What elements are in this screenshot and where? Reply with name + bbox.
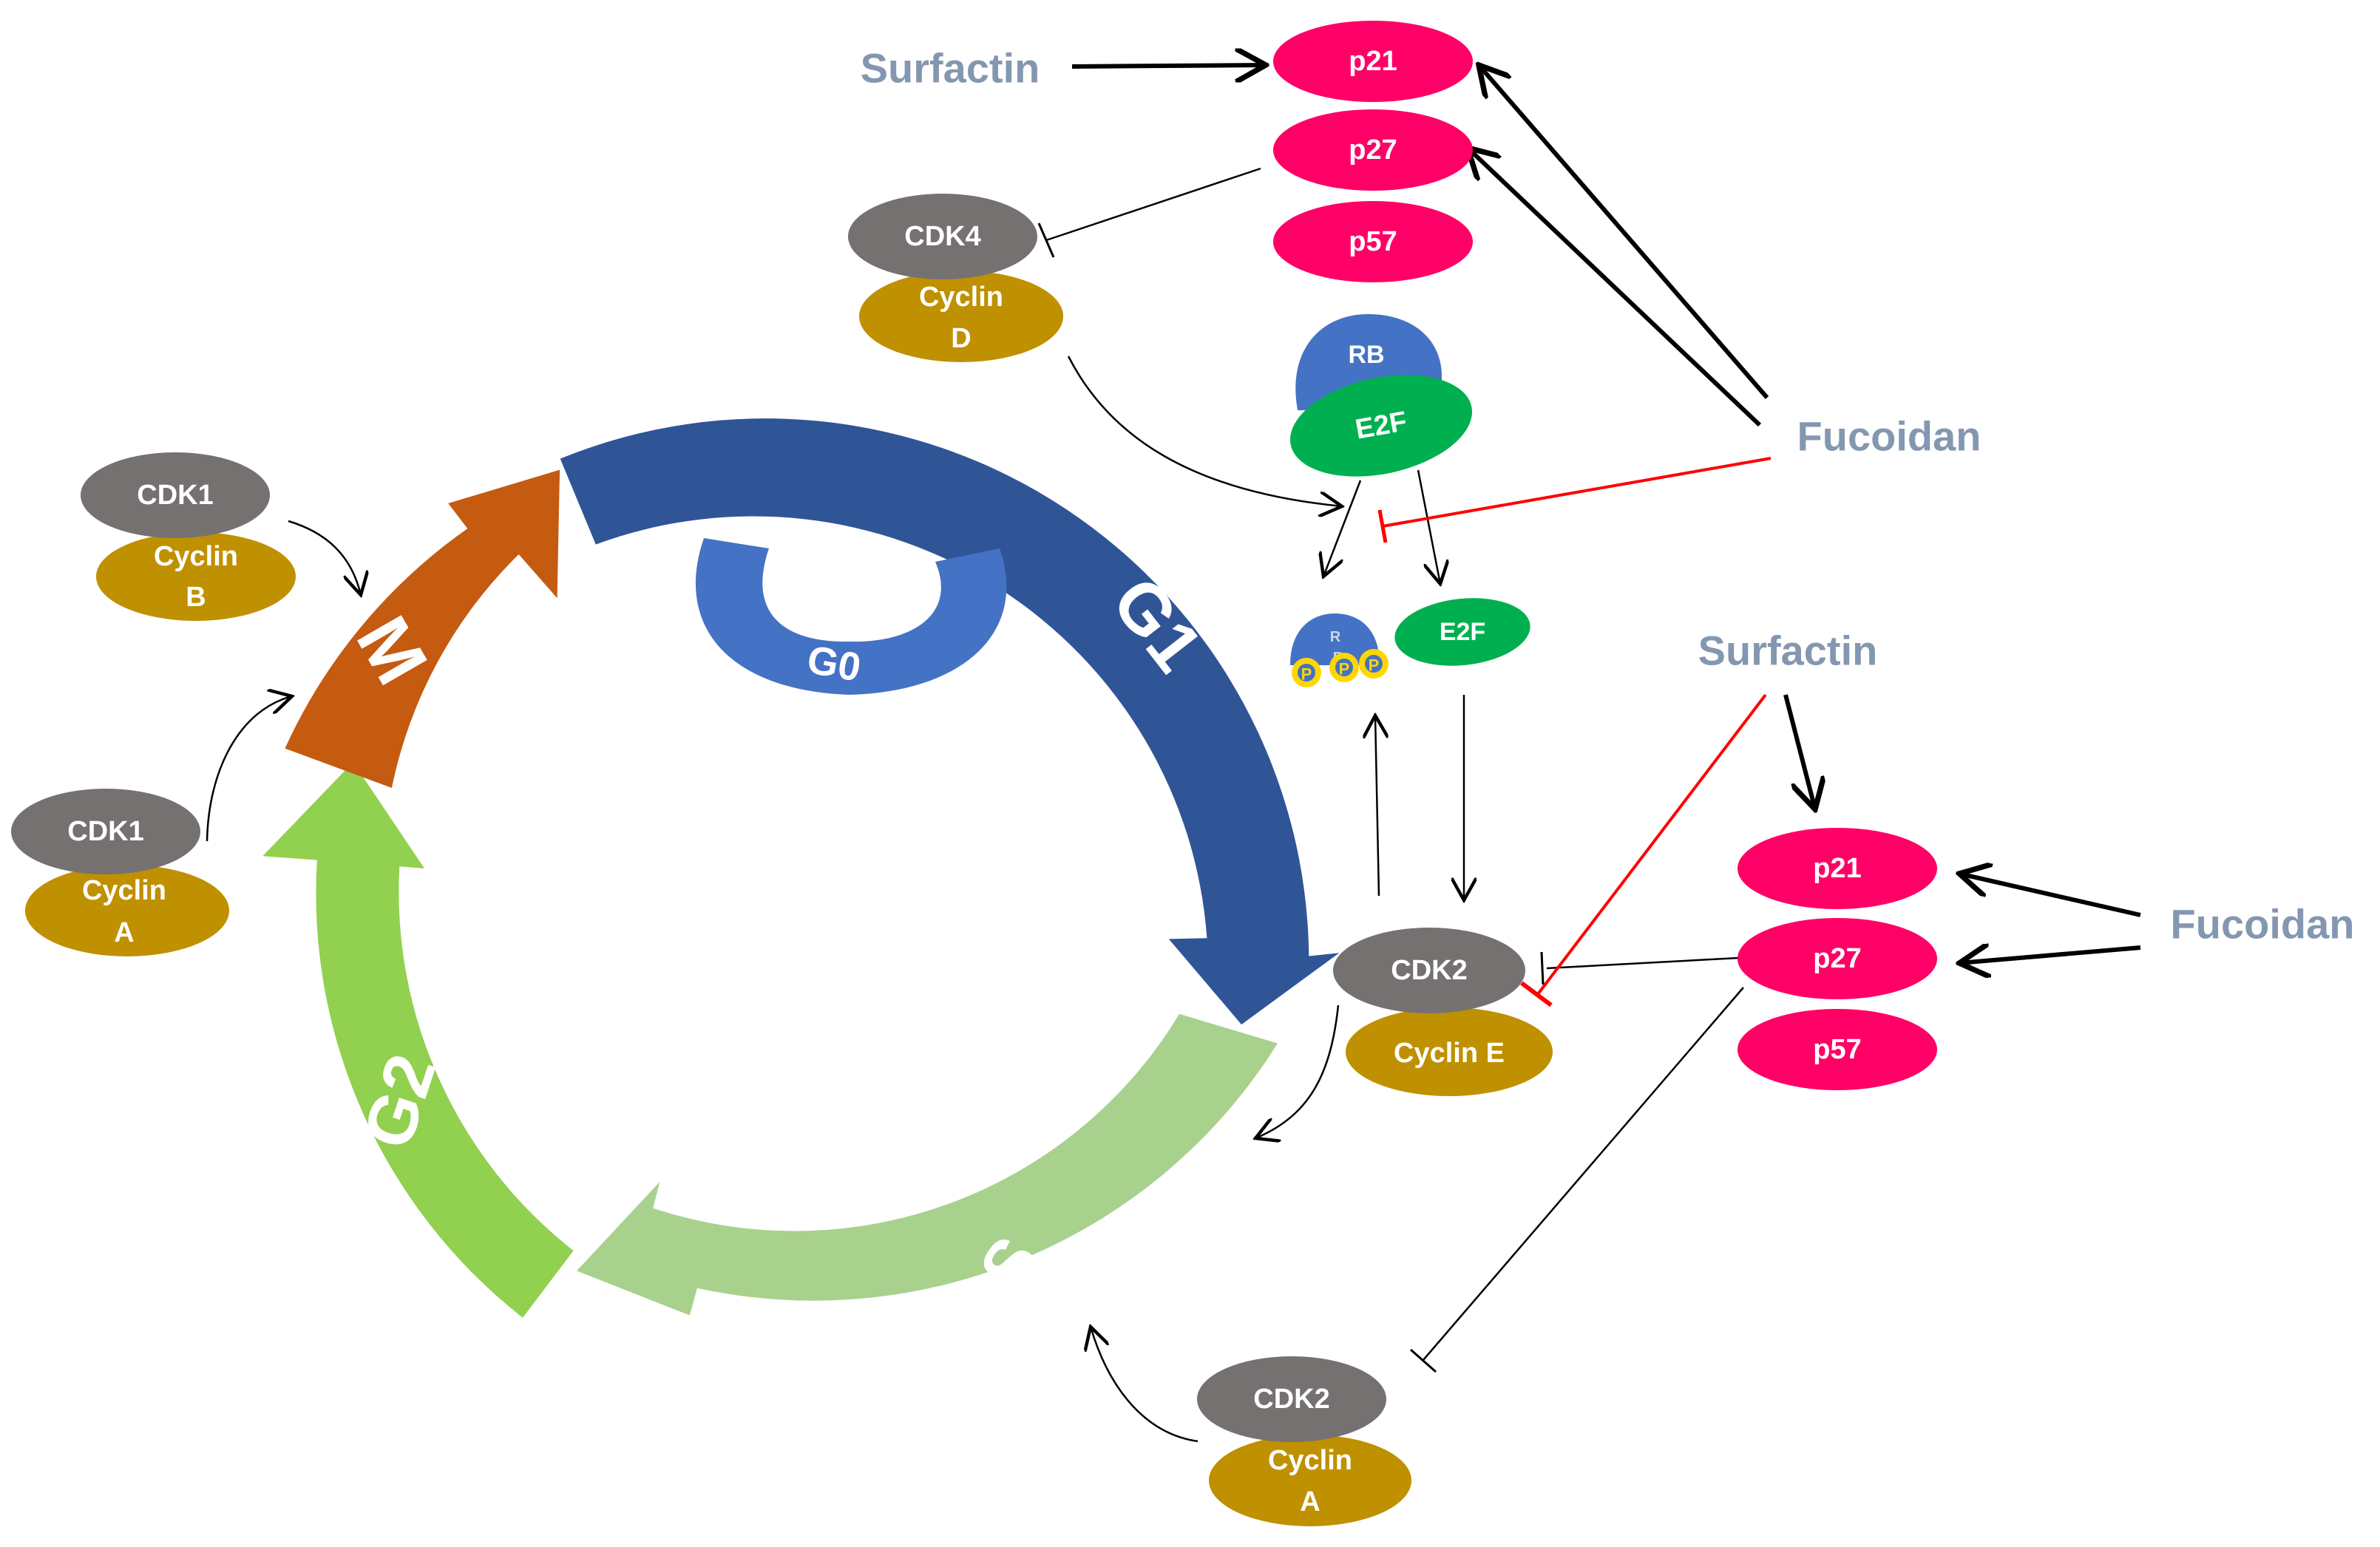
p27-inhibits-cdk2-a-line [1423, 987, 1744, 1361]
fucoidan-right-to-p21-arrow [1959, 874, 2141, 917]
cdk2-e-ellipse [1333, 928, 1525, 1013]
cyclin-e-ellipse [1346, 1007, 1553, 1096]
cdk1-b-label: CDK1 [137, 480, 213, 511]
top-p21-node: p21 [1273, 21, 1473, 102]
cyclin-e-label: Cyclin E [1394, 1038, 1505, 1069]
cdk2-e-inhibit-bar [1540, 951, 1545, 985]
connectors [206, 65, 2141, 1443]
top-p57-node: p57 [1273, 201, 1473, 282]
cyclin-e-to-s-arrow [1255, 1004, 1340, 1138]
cyclin-a-left-label-1: Cyclin [82, 875, 166, 906]
fucoidan-right-label: Fucoidan [2171, 901, 2355, 948]
cyclin-b-ellipse [96, 532, 296, 621]
phospho-rb-shape [1290, 613, 1380, 665]
cdk2-cyclin-e-complex: CDK2 Cyclin E [1333, 928, 1553, 1096]
cdk1-cyclin-a-complex: CDK1 Cyclin A [11, 789, 229, 956]
cyclin-d-label-2: D [951, 323, 971, 354]
p27-inhibits-cdk2-e-line [1546, 956, 1740, 970]
top-p27-node: p27 [1273, 109, 1473, 191]
phospho-rb-group: R B P P P [1290, 613, 1389, 687]
cyclin-d-ellipse [859, 271, 1063, 362]
right-inhibitor-stack: p21 p27 p57 [1737, 828, 1937, 1090]
cyclin-d-to-rb-arrow [1067, 356, 1342, 506]
free-e2f-node: E2F [1394, 598, 1530, 666]
cdk2-cyclin-a-complex: CDK2 Cyclin A [1197, 1356, 1411, 1526]
top-p21-label: p21 [1349, 46, 1397, 77]
surfactin-top-label: Surfactin [861, 45, 1040, 92]
right-p21-node: p21 [1737, 828, 1937, 909]
top-p57-label: p57 [1349, 226, 1397, 257]
rb-to-free-e2f-arrow [1417, 469, 1440, 584]
cdk4-ellipse [848, 194, 1037, 279]
cyclin-d-label-1: Cyclin [919, 282, 1003, 313]
top-inhibitor-stack: p21 p27 p57 [1273, 21, 1473, 282]
m-phase-arrow [285, 469, 560, 788]
p27-inhibits-cdk4-line [1045, 167, 1261, 242]
cyclin-b-label-2: B [186, 582, 206, 613]
phosphate-3-label: P [1369, 656, 1380, 675]
phosphate-1: P [1292, 658, 1321, 687]
g2-phase-arrow [262, 762, 574, 1318]
fucoidan-top-to-p27-arrow [1468, 148, 1762, 427]
right-p57-node: p57 [1737, 1009, 1937, 1090]
s-phase-arrow [577, 1013, 1278, 1316]
cdk2-to-phospho-rb-arrow [1375, 715, 1379, 897]
surfactin-top-to-p21-arrow [1071, 65, 1266, 67]
surfactin-inhibits-cdk2-line [1536, 693, 1767, 996]
phosphate-3: P [1359, 649, 1389, 679]
cyclin-b-label-1: Cyclin [154, 541, 238, 572]
cdk2-red-inhibit-bar [1520, 981, 1553, 1007]
rb-e2f-complex: RB E2F [1289, 314, 1473, 477]
phosphate-2-label: P [1339, 660, 1350, 679]
phospho-rb-label-r: R [1330, 629, 1341, 645]
g0-label: G0 [804, 637, 864, 690]
cyclin-a-left-label-2: A [114, 917, 134, 948]
cyclin-b-to-m-arrow [288, 520, 361, 595]
rb-inhibit-bar [1377, 509, 1388, 543]
cyclin-a-left-ellipse [25, 865, 229, 956]
rb-to-phospho-rb-arrow [1323, 480, 1362, 577]
cdk2-a-label: CDK2 [1253, 1384, 1329, 1415]
cyclin-a-to-m-arrow [206, 696, 292, 842]
phosphate-1-label: P [1301, 665, 1312, 684]
phosphate-2: P [1329, 653, 1359, 682]
fucoidan-top-to-p21-arrow [1479, 65, 1769, 399]
e2f-bound-ellipse [1289, 375, 1473, 477]
right-p57-label: p57 [1813, 1034, 1861, 1065]
top-p27-label: p27 [1349, 135, 1397, 166]
cdk1-a-ellipse [11, 789, 200, 874]
surfactin-right-to-p21-arrow [1783, 694, 1815, 809]
cdk4-inhibit-bar [1037, 222, 1055, 258]
cdk2-a-inhibit-bar [1410, 1348, 1437, 1373]
free-e2f-label: E2F [1440, 618, 1485, 646]
cdk1-cyclin-b-complex: CDK1 Cyclin B [81, 452, 296, 621]
right-p21-label: p21 [1813, 853, 1861, 884]
cdk1-b-ellipse [81, 452, 270, 538]
cdk2-e-label: CDK2 [1391, 955, 1467, 986]
cyclin-a-bottom-label-2: A [1300, 1486, 1320, 1517]
cyclin-a-bottom-ellipse [1209, 1435, 1411, 1526]
g1-phase-arrow [560, 418, 1340, 1025]
cdk1-a-label: CDK1 [67, 816, 143, 847]
g0-loop [695, 538, 1007, 695]
fucoidan-inhibits-rb-line [1382, 457, 1772, 528]
right-p27-node: p27 [1737, 918, 1937, 999]
fucoidan-right-to-p27-arrow [1959, 948, 2141, 963]
cdk4-cyclin-d-complex: CDK4 Cyclin D [848, 194, 1063, 362]
cyclin-a-bottom-label-1: Cyclin [1268, 1445, 1352, 1476]
right-p27-label: p27 [1813, 943, 1861, 974]
surfactin-right-label: Surfactin [1698, 628, 1878, 674]
cdk4-label: CDK4 [904, 221, 980, 252]
cell-cycle-ring: G1 S G2 M G0 [262, 418, 1340, 1318]
cyclin-a-to-s-arrow [1091, 1327, 1199, 1443]
cdk2-a-ellipse [1197, 1356, 1386, 1442]
rb-label: RB [1348, 341, 1384, 369]
fucoidan-top-label: Fucoidan [1797, 413, 1981, 460]
